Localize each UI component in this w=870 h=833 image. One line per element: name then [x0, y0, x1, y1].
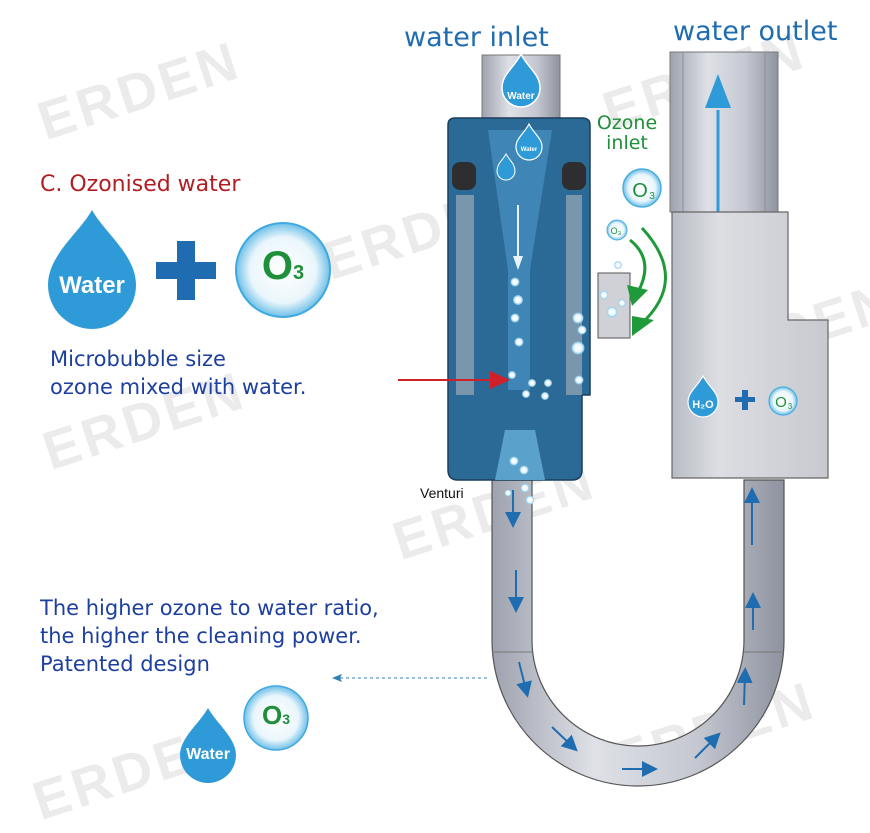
ozone-inlet-label: Ozone inlet	[592, 113, 662, 153]
section-title: C. Ozonised water	[40, 172, 241, 197]
o3-bubble-icon-small: O3	[244, 700, 308, 731]
description-line2: ozone mixed with water.	[50, 375, 307, 399]
o3-symbol: O	[261, 244, 293, 288]
o3-subscript: 3	[293, 262, 305, 284]
description-line1: Microbubble size	[50, 347, 226, 371]
ozone-inlet-line1: Ozone	[596, 112, 658, 134]
svg-text:3: 3	[788, 402, 793, 411]
svg-text:O₃: O₃	[611, 226, 622, 236]
svg-text:Water: Water	[507, 91, 535, 102]
water-inlet-label: water inlet	[404, 22, 549, 53]
note-line3: Patented design	[40, 652, 210, 676]
svg-text:3: 3	[649, 191, 655, 202]
water-drop-icon-small: Water	[186, 746, 230, 763]
svg-text:H₂O: H₂O	[692, 399, 714, 411]
svg-text:O: O	[632, 180, 648, 202]
o3-subscript: 3	[282, 711, 291, 727]
ozone-ratio-note: The higher ozone to water ratio, the hig…	[40, 594, 379, 678]
o3-symbol: O	[261, 700, 283, 730]
note-line2: the higher the cleaning power.	[40, 624, 362, 648]
svg-text:Water: Water	[521, 147, 538, 153]
note-line1: The higher ozone to water ratio,	[40, 596, 379, 620]
water-drop-icon: Water	[59, 272, 125, 299]
water-outlet-label: water outlet	[673, 16, 838, 47]
section-description: Microbubble size ozone mixed with water.	[50, 345, 306, 401]
o3-bubble-icon: O3	[236, 244, 330, 289]
ozone-inlet-line2: inlet	[606, 132, 648, 154]
svg-text:O: O	[775, 394, 787, 411]
venturi-label: Venturi	[420, 485, 464, 501]
